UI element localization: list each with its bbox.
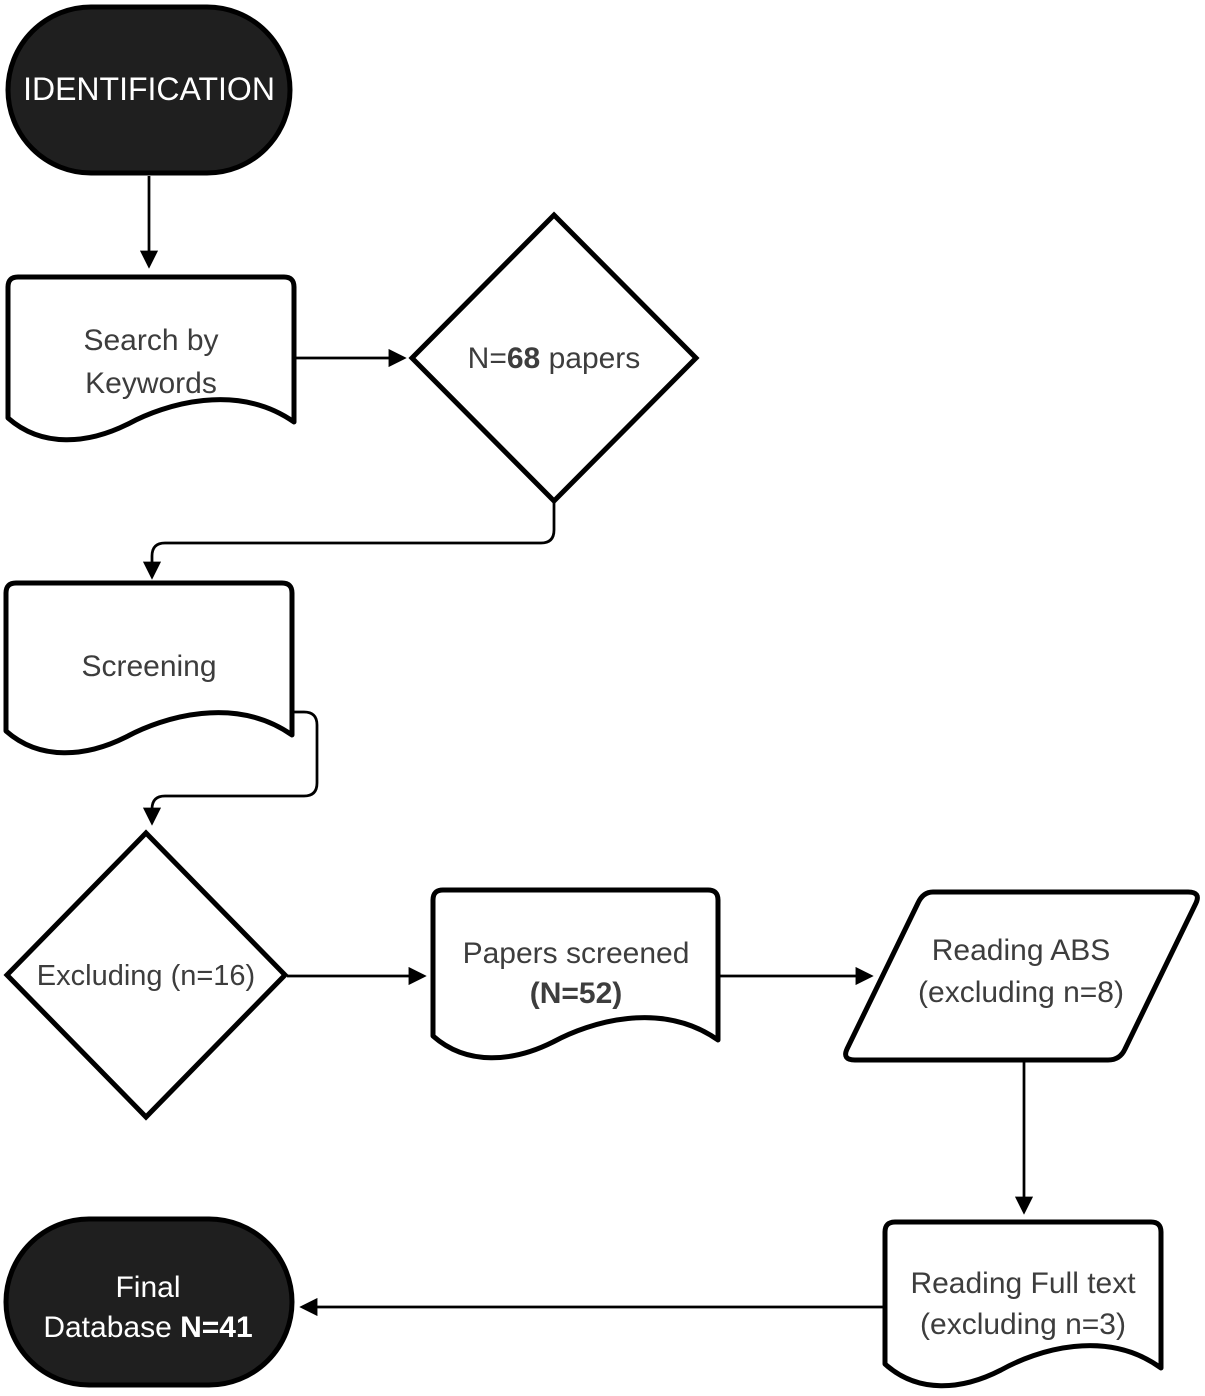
- n68-diamond-shape: [408, 211, 700, 505]
- node-final-database: Final Database N=41: [3, 1216, 295, 1388]
- identification-label: IDENTIFICATION: [23, 71, 275, 107]
- node-search-by-keywords: Search by Keywords: [5, 274, 297, 443]
- node-reading-abs: Reading ABS (excluding n=8): [843, 889, 1200, 1063]
- arrow-n68-diamond-to-screening: [142, 502, 556, 580]
- node-screening: Screening: [3, 580, 295, 756]
- reading-full-text-document-shape: [882, 1219, 1164, 1389]
- reading-full-text-label-line2: (excluding n=3): [920, 1308, 1126, 1341]
- search-label-line1: Search by: [83, 324, 218, 357]
- search-label-line2: Keywords: [85, 367, 217, 400]
- node-reading-full-text: Reading Full text (excluding n=3): [882, 1219, 1164, 1389]
- arrow-screening-to-excluding-diamond: [142, 710, 319, 826]
- node-n68-diamond: N=68 papers: [408, 211, 700, 505]
- final-database-label-line1: Final: [115, 1271, 180, 1304]
- search-document-shape: [5, 274, 297, 443]
- papers-screened-label-line1: Papers screened: [463, 937, 690, 970]
- node-papers-screened: Papers screened (N=52): [430, 887, 721, 1061]
- reading-abs-label-line2: (excluding n=8): [918, 976, 1124, 1009]
- excluding-diamond-shape: [3, 829, 289, 1121]
- n68-diamond-label: N=68 papers: [468, 342, 641, 375]
- reading-full-text-label-line1: Reading Full text: [910, 1267, 1136, 1300]
- excluding-diamond-label: Excluding (n=16): [37, 960, 255, 992]
- screening-document-shape: [3, 580, 295, 756]
- final-database-terminator-shape: [3, 1216, 295, 1388]
- reading-abs-label-line1: Reading ABS: [932, 934, 1110, 967]
- final-database-label-line2: Database N=41: [43, 1311, 252, 1344]
- papers-screened-document-shape: [430, 887, 721, 1061]
- node-excluding-diamond: Excluding (n=16): [3, 829, 289, 1121]
- identification-terminator-shape: [5, 4, 293, 176]
- screening-label: Screening: [81, 650, 216, 683]
- node-identification: IDENTIFICATION: [5, 4, 293, 176]
- papers-screened-label-line2: (N=52): [530, 977, 623, 1010]
- reading-abs-parallelogram-shape: [843, 889, 1200, 1063]
